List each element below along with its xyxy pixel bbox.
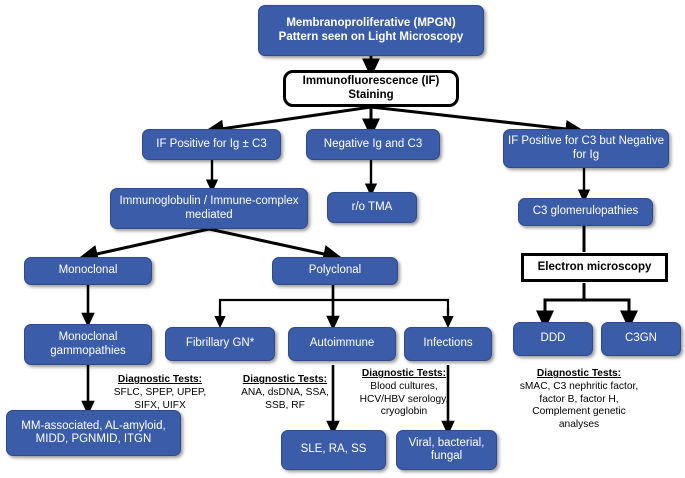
node-fibrillary-gn-label: Fibrillary GN* [185, 337, 255, 350]
node-negative-ig-c3-label: Negative Ig and C3 [323, 137, 423, 150]
node-polyclonal-label: Polyclonal [308, 264, 362, 277]
node-mm-associated-line1: MM-associated, AL-amyloid, [21, 419, 166, 432]
node-immunoglobulin-line2: mediated [185, 208, 233, 221]
node-if-staining-line2: Staining [348, 88, 394, 101]
node-immunoglobulin-mediated[interactable]: Immunoglobulin / Immune-complex mediated [110, 188, 308, 229]
edge-if-to-c3pos [370, 105, 585, 138]
node-monoclonal-gammopathies-line2: gammopathies [50, 344, 126, 357]
note-infections-tests: Diagnostic Tests: Blood cultures, HCV/HB… [345, 368, 463, 419]
node-autoimmune[interactable]: Autoimmune [288, 327, 396, 361]
node-ro-tma[interactable]: r/o TMA [327, 192, 417, 223]
node-negative-ig-c3[interactable]: Negative Ig and C3 [306, 129, 440, 160]
node-ddd-label: DDD [540, 332, 566, 345]
edge-em-to-c3gn [584, 298, 638, 330]
node-sle-ra-ss[interactable]: SLE, RA, SS [281, 430, 386, 470]
node-c3gn[interactable]: C3GN [601, 322, 681, 356]
node-immunoglobulin-line1: Immunoglobulin / Immune-complex [119, 195, 299, 208]
node-infections[interactable]: Infections [404, 327, 492, 361]
node-if-staining[interactable]: Immunofluorescence (IF) Staining [283, 70, 459, 107]
note-fibrillary-tests-line1: ANA, dsDNA, SSA, [241, 386, 329, 398]
node-viral-line1: Viral, bacterial, [408, 436, 485, 449]
node-polyclonal[interactable]: Polyclonal [272, 257, 398, 285]
node-if-positive-ig[interactable]: IF Positive for Ig ± C3 [142, 129, 281, 160]
node-if-positive-c3-line1: IF Positive for C3 but Negative [508, 135, 664, 148]
edge-immunoglobulin-to-polyclonal [208, 227, 343, 263]
note-c3-tests-line4: analyses [558, 419, 600, 430]
node-monoclonal[interactable]: Monoclonal [24, 257, 152, 285]
edge-polyclonal-bus [218, 298, 450, 322]
node-if-positive-c3-line2: for Ig [572, 148, 600, 161]
note-c3-tests-line2: factor B, factor H, [539, 393, 619, 405]
node-mpgn-root-line2: Pattern seen on Light Microscopy [278, 30, 464, 43]
node-electron-microscopy[interactable]: Electron microscopy [521, 253, 668, 282]
note-infections-tests-line1: Blood cultures, [370, 380, 438, 392]
node-if-positive-ig-label: IF Positive for Ig ± C3 [156, 137, 267, 150]
edge-em-to-ddd [536, 283, 586, 330]
note-fibrillary-tests-heading: Diagnostic Tests: [242, 374, 328, 385]
node-viral-line2: fungal [430, 450, 463, 462]
note-c3-tests-line3: Complement genetic [532, 406, 626, 418]
node-c3-glomerulopathies-label: C3 glomerulopathies [532, 205, 639, 218]
node-monoclonal-label: Monoclonal [58, 264, 118, 277]
note-c3-tests-heading: Diagnostic Tests: [536, 368, 622, 379]
node-monoclonal-gammopathies[interactable]: Monoclonal gammopathies [24, 324, 152, 365]
note-monoclonal-tests-line1: SFLC, SPEP, UPEP, [113, 386, 207, 398]
note-infections-tests-line3: cryoglobin [380, 406, 428, 418]
node-if-positive-c3[interactable]: IF Positive for C3 but Negative for Ig [503, 129, 669, 168]
node-sle-ra-ss-label: SLE, RA, SS [300, 443, 367, 456]
node-mm-associated[interactable]: MM-associated, AL-amyloid, MIDD, PGNMID,… [6, 410, 181, 456]
note-monoclonal-tests-heading: Diagnostic Tests: [117, 374, 203, 385]
note-infections-tests-heading: Diagnostic Tests: [361, 368, 447, 379]
node-mm-associated-line2: MIDD, PGNMID, ITGN [35, 433, 152, 445]
note-c3-tests: Diagnostic Tests: sMAC, C3 nephritic fac… [484, 368, 674, 432]
node-ddd[interactable]: DDD [513, 322, 593, 356]
node-fibrillary-gn[interactable]: Fibrillary GN* [165, 327, 275, 361]
note-monoclonal-tests: Diagnostic Tests: SFLC, SPEP, UPEP, SIFX… [100, 374, 220, 412]
note-infections-tests-line2: HCV/HBV serology, [359, 393, 449, 405]
node-autoimmune-label: Autoimmune [309, 337, 375, 350]
node-if-staining-line1: Immunofluorescence (IF) [302, 75, 440, 88]
node-c3-glomerulopathies[interactable]: C3 glomerulopathies [518, 198, 653, 226]
node-electron-microscopy-label: Electron microscopy [537, 260, 652, 273]
node-monoclonal-gammopathies-line1: Monoclonal [58, 331, 118, 344]
note-monoclonal-tests-line2: SIFX, UIFX [134, 399, 186, 411]
node-ro-tma-label: r/o TMA [351, 200, 393, 213]
edge-if-to-ifpos [204, 105, 372, 138]
node-viral-bacterial-fungal[interactable]: Viral, bacterial, fungal [396, 430, 497, 470]
node-mpgn-root[interactable]: Membranoproliferative (MPGN) Pattern see… [258, 5, 484, 56]
node-infections-label: Infections [423, 337, 473, 350]
note-fibrillary-tests-line2: SSB, RF [265, 399, 305, 411]
note-fibrillary-tests: Diagnostic Tests: ANA, dsDNA, SSA, SSB, … [225, 374, 345, 412]
node-mpgn-root-line1: Membranoproliferative (MPGN) [286, 17, 456, 30]
node-c3gn-label: C3GN [625, 332, 657, 345]
note-c3-tests-line1: sMAC, C3 nephritic factor, [519, 380, 639, 392]
edge-immunoglobulin-to-monoclonal [78, 227, 210, 263]
